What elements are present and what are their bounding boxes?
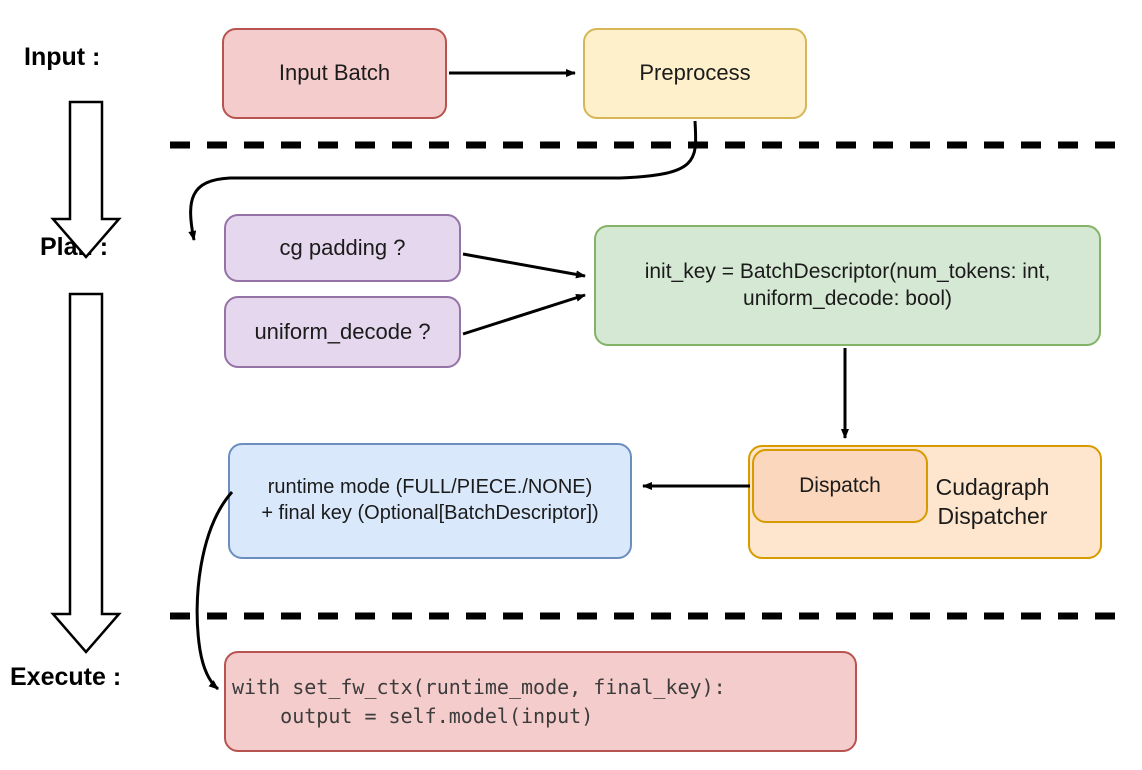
node-execute-code-line1: with set_fw_ctx(runtime_mode, final_key)… <box>232 675 726 700</box>
node-execute-code-line2: output = self.model(input) <box>232 703 594 728</box>
node-init-key-line2: uniform_decode: bool) <box>743 286 952 310</box>
node-preprocess-label: Preprocess <box>639 60 751 86</box>
node-init-key[interactable]: init_key = BatchDescriptor(num_tokens: i… <box>594 225 1101 346</box>
node-input-batch[interactable]: Input Batch <box>222 28 447 119</box>
node-input-batch-label: Input Batch <box>278 60 391 86</box>
node-cg-padding[interactable]: cg padding ? <box>224 214 461 282</box>
stage-label-plan: Plan : <box>40 233 109 261</box>
node-init-key-line1: init_key = BatchDescriptor(num_tokens: i… <box>644 259 1051 283</box>
node-cudagraph-dispatcher-line2: Dispatcher <box>937 503 1048 529</box>
node-cudagraph-dispatcher-line1: Cudagraph <box>935 473 1050 500</box>
stage-label-execute: Execute : <box>10 663 122 691</box>
node-runtime-mode-line2: + final key (Optional[BatchDescriptor]) <box>261 502 599 524</box>
plan-to-execute-arrow <box>50 292 122 654</box>
stage-label-input: Input : <box>24 43 101 71</box>
node-uniform-decode[interactable]: uniform_decode ? <box>224 296 461 368</box>
node-preprocess[interactable]: Preprocess <box>583 28 807 119</box>
node-dispatch[interactable]: Dispatch <box>752 449 928 523</box>
connector-cg-padding-to-init-key <box>462 252 586 279</box>
node-execute-code[interactable]: with set_fw_ctx(runtime_mode, final_key)… <box>224 651 857 752</box>
node-runtime-mode[interactable]: runtime mode (FULL/PIECE./NONE) + final … <box>228 443 632 559</box>
node-cg-padding-label: cg padding ? <box>279 234 406 260</box>
connector-uniform-decode-to-init-key <box>462 293 586 336</box>
node-uniform-decode-label: uniform_decode ? <box>254 318 431 344</box>
node-runtime-mode-line1: runtime mode (FULL/PIECE./NONE) <box>267 476 593 499</box>
node-dispatch-label: Dispatch <box>799 473 881 497</box>
